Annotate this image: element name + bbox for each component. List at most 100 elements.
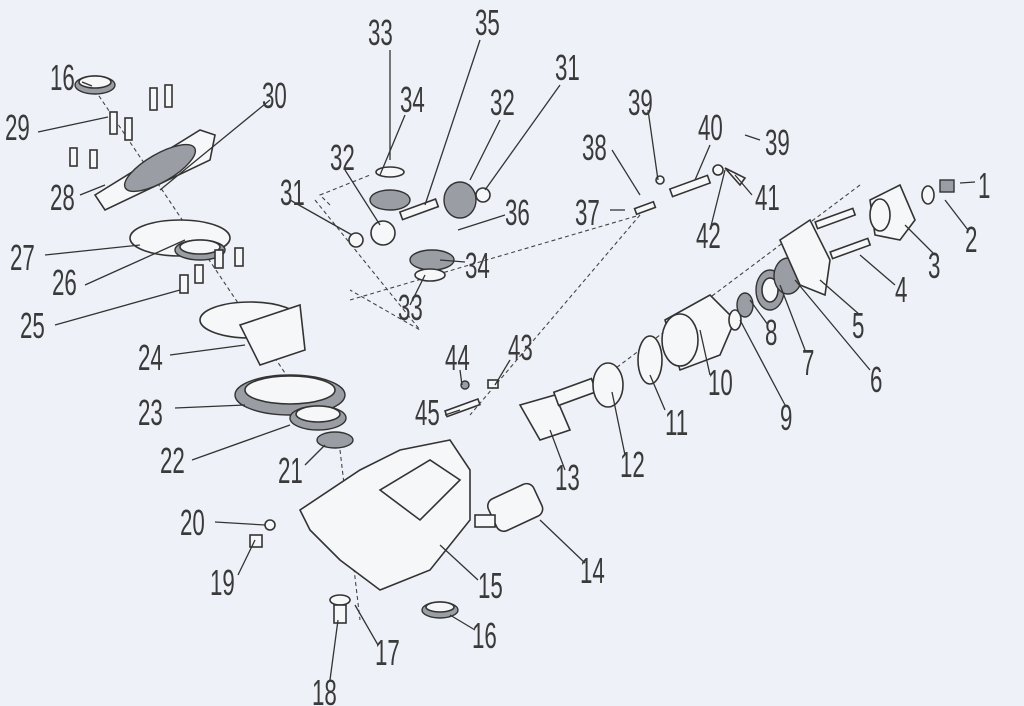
part-number-label: 7 <box>802 344 814 384</box>
part-number-label: 8 <box>765 314 777 354</box>
leader-line <box>439 259 466 263</box>
leader-line <box>734 174 753 196</box>
part-number-label: 29 <box>5 109 30 149</box>
part-number-label: 30 <box>262 77 287 117</box>
leader-line <box>409 274 426 306</box>
leader-line <box>611 149 641 196</box>
leader-line <box>169 344 246 356</box>
part-number-label: 6 <box>870 361 882 401</box>
leader-line <box>904 224 936 256</box>
leader-line <box>749 299 769 326</box>
leader-line <box>859 254 896 286</box>
part-number-label: 40 <box>698 109 723 149</box>
part-number-label: 1 <box>978 167 990 207</box>
leader-line <box>79 184 106 196</box>
part-number-label: 45 <box>415 394 440 434</box>
leader-line <box>379 114 406 176</box>
leader-line <box>214 521 266 526</box>
part-number-label: 32 <box>330 139 355 179</box>
part-number-label: 4 <box>895 271 907 311</box>
part-number-label: 34 <box>400 81 425 121</box>
part-number-label: 39 <box>628 84 653 124</box>
part-number-label: 17 <box>375 634 400 674</box>
leader-line <box>709 169 726 231</box>
leader-line <box>457 214 506 231</box>
part-number-label: 44 <box>445 339 470 379</box>
leader-line <box>484 84 561 191</box>
leader-line <box>459 369 463 386</box>
leader-line <box>494 359 511 386</box>
part-number-label: 33 <box>368 14 393 54</box>
leader-line <box>819 279 861 316</box>
leader-line <box>354 604 379 646</box>
leader-line <box>744 134 761 141</box>
part-number-label: 26 <box>52 264 77 304</box>
part-number-label: 33 <box>398 289 423 329</box>
leader-line <box>424 39 481 206</box>
part-number-label: 31 <box>555 49 580 89</box>
leader-line <box>739 319 786 406</box>
part-number-label: 3 <box>928 247 940 287</box>
leader-line <box>444 409 461 416</box>
part-number-label: 35 <box>475 4 500 44</box>
leader-line <box>159 99 271 191</box>
part-number-label: 16 <box>50 59 75 99</box>
leader-line <box>329 619 339 681</box>
leader-line <box>237 539 256 576</box>
part-number-label: 13 <box>555 459 580 499</box>
leader-line <box>944 199 969 231</box>
part-number-label: 28 <box>50 179 75 219</box>
leader-line <box>794 279 871 371</box>
leader-line <box>699 329 711 376</box>
part-number-label: 38 <box>582 129 607 169</box>
part-number-label: 5 <box>852 307 864 347</box>
leader-line <box>37 116 109 133</box>
part-number-label: 16 <box>472 617 497 657</box>
leader-line <box>694 144 711 181</box>
part-number-label: 37 <box>575 194 600 234</box>
part-number-label: 34 <box>465 247 490 287</box>
leader-line <box>959 181 976 184</box>
part-number-label: 12 <box>620 446 645 486</box>
leader-line <box>174 404 246 409</box>
leader-line <box>539 519 586 564</box>
leader-lines <box>37 39 976 681</box>
leader-line <box>779 284 806 351</box>
leader-line <box>289 199 353 236</box>
part-number-label: 18 <box>312 674 337 706</box>
part-number-label: 31 <box>280 174 305 214</box>
part-number-label: 20 <box>180 504 205 544</box>
part-number-label: 9 <box>780 399 792 439</box>
part-number-label: 36 <box>505 194 530 234</box>
part-number-label: 10 <box>708 364 733 404</box>
part-number-label: 11 <box>665 404 688 444</box>
part-number-label: 15 <box>478 567 503 607</box>
part-number-label: 23 <box>138 394 163 434</box>
leader-line <box>54 289 181 326</box>
leader-line <box>304 444 326 466</box>
leader-line <box>191 424 291 461</box>
part-number-label: 24 <box>138 339 163 379</box>
part-number-label: 27 <box>10 239 35 279</box>
part-number-label: 41 <box>755 179 780 219</box>
leader-line <box>549 429 566 471</box>
leader-line <box>449 614 476 631</box>
part-number-label: 14 <box>580 552 605 592</box>
leader-line <box>647 109 659 181</box>
leader-line <box>649 374 666 411</box>
part-number-label: 39 <box>765 124 790 164</box>
part-number-label: 19 <box>210 564 235 604</box>
parts-drawing <box>69 75 955 624</box>
leader-line <box>81 81 93 87</box>
part-number-label: 43 <box>508 329 533 369</box>
leader-line <box>469 119 501 181</box>
leader-line <box>344 169 381 226</box>
leader-line <box>84 239 186 286</box>
part-number-label: 25 <box>20 307 45 347</box>
leader-line <box>44 244 141 256</box>
leader-line <box>439 544 479 581</box>
part-number-label: 2 <box>965 221 977 261</box>
